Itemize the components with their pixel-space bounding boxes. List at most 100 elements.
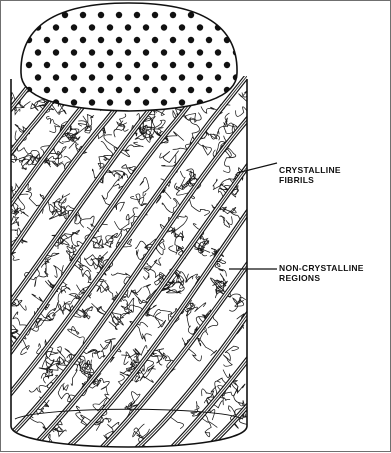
non-crystalline-regions-label: NON-CRYSTALLINE REGIONS xyxy=(279,263,364,283)
fibril-end-dot xyxy=(98,12,104,18)
tangle-strand xyxy=(39,264,48,277)
fibril-end-dot xyxy=(161,24,167,30)
crystalline-fibril xyxy=(1,71,41,449)
fibril-end-dot xyxy=(188,37,194,43)
fibril-end-dot xyxy=(53,49,59,55)
fibril-end-dot xyxy=(188,87,194,93)
fibril-end-dot xyxy=(35,74,41,80)
fibril-end-dot xyxy=(152,37,158,43)
fibril-end-dot xyxy=(89,49,95,55)
fibril-end-dot xyxy=(152,12,158,18)
fibril-end-dot xyxy=(116,62,122,68)
cylinder-top-face xyxy=(21,3,239,111)
fibril-end-dot xyxy=(62,12,68,18)
tangle-strand xyxy=(238,151,261,172)
tangle-strand xyxy=(160,151,179,166)
fibril-end-dot xyxy=(224,62,230,68)
tangle-strand xyxy=(97,378,110,399)
fibril-end-dot xyxy=(197,49,203,55)
fibril-end-dot xyxy=(134,62,140,68)
fibril-end-dot xyxy=(161,74,167,80)
fibril-end-dot xyxy=(197,24,203,30)
fibril-end-dot xyxy=(179,24,185,30)
crystalline-fibrils-label-line2: FIBRILS xyxy=(279,175,341,185)
fibril-end-dot xyxy=(98,37,104,43)
fibril-end-dot xyxy=(53,24,59,30)
fibril-end-dot xyxy=(71,24,77,30)
tangle-strand xyxy=(234,384,245,406)
fibril-end-dot xyxy=(170,87,176,93)
tangle-strand xyxy=(4,186,13,199)
fibril-end-dot xyxy=(44,12,50,18)
tangle-strand xyxy=(220,216,232,227)
fibril-end-dot xyxy=(71,99,77,105)
fibril-end-dot xyxy=(107,24,113,30)
tangle-strand xyxy=(198,332,216,356)
fibril-end-dot xyxy=(62,37,68,43)
fibril-end-dot xyxy=(80,62,86,68)
fibril-end-dot xyxy=(89,99,95,105)
fibril-end-dot xyxy=(125,74,131,80)
fibril-end-dot xyxy=(125,24,131,30)
fibril-end-dot xyxy=(107,99,113,105)
fibril-end-dot xyxy=(107,74,113,80)
tangle-strand xyxy=(114,171,128,179)
fibril-end-dot xyxy=(134,12,140,18)
fibril-end-dot xyxy=(143,99,149,105)
fibril-end-dot xyxy=(197,74,203,80)
fibril-end-dot xyxy=(143,74,149,80)
fibril-end-dot xyxy=(71,74,77,80)
crystalline-fibrils-label: CRYSTALLINE FIBRILS xyxy=(279,165,341,185)
tangle-strand xyxy=(140,177,149,196)
crystalline-fibril-detail xyxy=(1,71,41,449)
fibril-end-dot xyxy=(125,99,131,105)
tangle-strand xyxy=(121,298,134,318)
non-crystalline-regions-label-line2: REGIONS xyxy=(279,273,364,283)
fibril-end-dot xyxy=(152,87,158,93)
fibril-end-dot xyxy=(134,37,140,43)
fibril-end-dot xyxy=(188,12,194,18)
fibril-end-dot xyxy=(35,49,41,55)
fibril-end-dot xyxy=(125,49,131,55)
non-crystalline-regions-label-line1: NON-CRYSTALLINE xyxy=(279,263,364,273)
fibril-end-dot xyxy=(215,49,221,55)
tangle-strand xyxy=(239,88,251,102)
tangle-strand xyxy=(187,309,197,335)
fibril-end-dot xyxy=(179,49,185,55)
fibril-end-dot xyxy=(53,74,59,80)
fibril-end-dot xyxy=(98,62,104,68)
fibril-end-dot xyxy=(152,62,158,68)
tangle-strand xyxy=(46,116,59,132)
fibril-end-dot xyxy=(44,37,50,43)
fibril-end-dot xyxy=(134,87,140,93)
crystalline-fibril-detail xyxy=(136,71,391,449)
tangle-strand xyxy=(176,171,190,189)
fibril-end-dot xyxy=(224,12,230,18)
crystalline-fibril-detail xyxy=(1,71,41,449)
fibril-end-dot xyxy=(89,24,95,30)
fibril-end-dot xyxy=(206,87,212,93)
fibril-end-dot xyxy=(107,49,113,55)
fibril-end-dot xyxy=(143,24,149,30)
tangle-strand xyxy=(114,121,127,137)
fibril-end-dot xyxy=(161,99,167,105)
fibril-end-dot xyxy=(179,99,185,105)
fibril-end-dot xyxy=(62,87,68,93)
crystalline-fibrils xyxy=(1,71,391,449)
fibril-end-dot xyxy=(233,24,239,30)
fibril-end-dot xyxy=(188,62,194,68)
fibril-end-dot xyxy=(116,37,122,43)
fibril-end-dot xyxy=(62,62,68,68)
fibril-end-dot xyxy=(179,74,185,80)
fibril-end-dot xyxy=(215,74,221,80)
fibril-end-dot xyxy=(89,74,95,80)
crystalline-fibril xyxy=(136,71,391,449)
tangle-strand xyxy=(236,106,266,118)
fibril-end-dot xyxy=(116,12,122,18)
tangle-strand xyxy=(78,114,93,126)
fibril-end-dot xyxy=(206,62,212,68)
fibril-end-dot xyxy=(98,87,104,93)
fibril-end-dot xyxy=(44,62,50,68)
